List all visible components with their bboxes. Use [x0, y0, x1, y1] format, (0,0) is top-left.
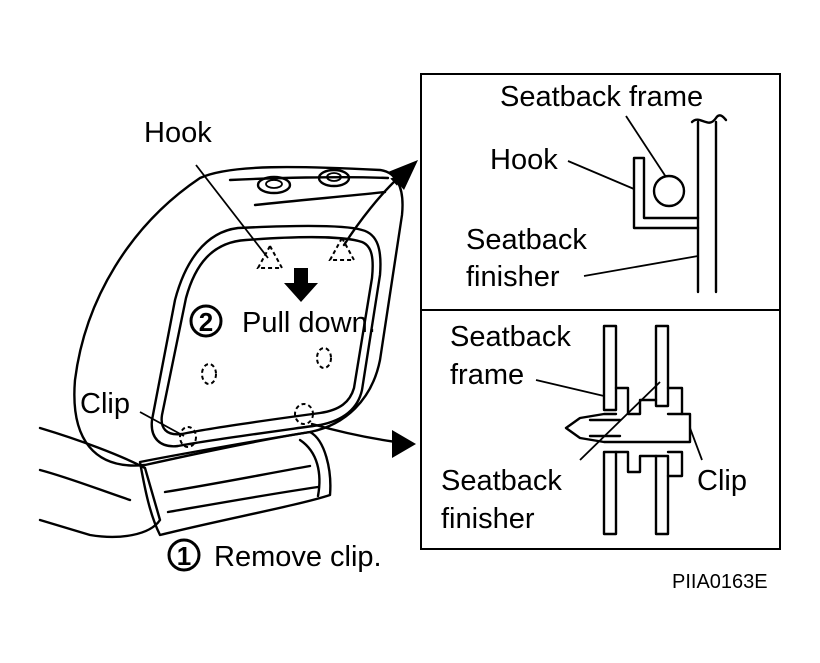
clip-marker-3: [179, 426, 197, 448]
seatback-bottom-roll: [138, 430, 332, 537]
hook-leader: [195, 164, 269, 259]
clip-shaft: [564, 412, 692, 444]
top-seatback-frame-label: Seatback frame: [500, 81, 703, 113]
top-hook-label: Hook: [490, 144, 558, 176]
clip-marker-2: [316, 347, 332, 369]
clip-label: Clip: [80, 388, 130, 420]
seatback-finisher-outline: [150, 224, 382, 448]
figure-code: PIIA0163E: [672, 571, 768, 593]
arrow-to-bottom-detail: [310, 422, 398, 444]
top-seatback-finisher-label-1: Seatback: [466, 224, 587, 256]
headrest-hole-left: [256, 175, 292, 195]
hook-marker-left: [256, 243, 284, 269]
bottom-seatback-finisher-label-1: Seatback: [441, 465, 562, 497]
seatback-frame-rod: [652, 174, 686, 208]
clip-leader: [139, 411, 185, 437]
step-1-badge: 1: [167, 538, 201, 572]
step-2-badge: 2: [189, 304, 223, 338]
step-2-number: 2: [199, 307, 213, 337]
remove-clip-label: Remove clip.: [214, 541, 382, 573]
seat-illustration: [38, 160, 418, 539]
seatback-shell: [73, 165, 404, 467]
seat-cushion: [38, 426, 162, 539]
step-1-number: 1: [177, 541, 191, 571]
top-seatback-finisher-label-2: finisher: [466, 261, 560, 293]
arrow-to-top-detail: [342, 175, 401, 247]
clip-detail: [535, 324, 703, 536]
bottom-clip-label: Clip: [697, 465, 747, 497]
hook-marker-right: [328, 235, 356, 261]
hook-shape: [632, 156, 700, 230]
clip-marker-1: [201, 363, 217, 385]
pull-down-label: Pull down.: [242, 307, 376, 339]
headrest-hole-right: [317, 168, 351, 188]
clip-marker-4: [294, 403, 314, 425]
pull-down-arrow: [284, 268, 318, 302]
clip-body-lower: [614, 450, 684, 478]
bottom-seatback-frame-label-2: frame: [450, 359, 524, 391]
bottom-seatback-finisher-label-2: finisher: [441, 503, 535, 535]
hook-detail: [567, 114, 728, 294]
bottom-seatback-frame-label-1: Seatback: [450, 321, 571, 353]
detail-panel-frame: [420, 73, 781, 550]
hook-label: Hook: [144, 117, 212, 149]
